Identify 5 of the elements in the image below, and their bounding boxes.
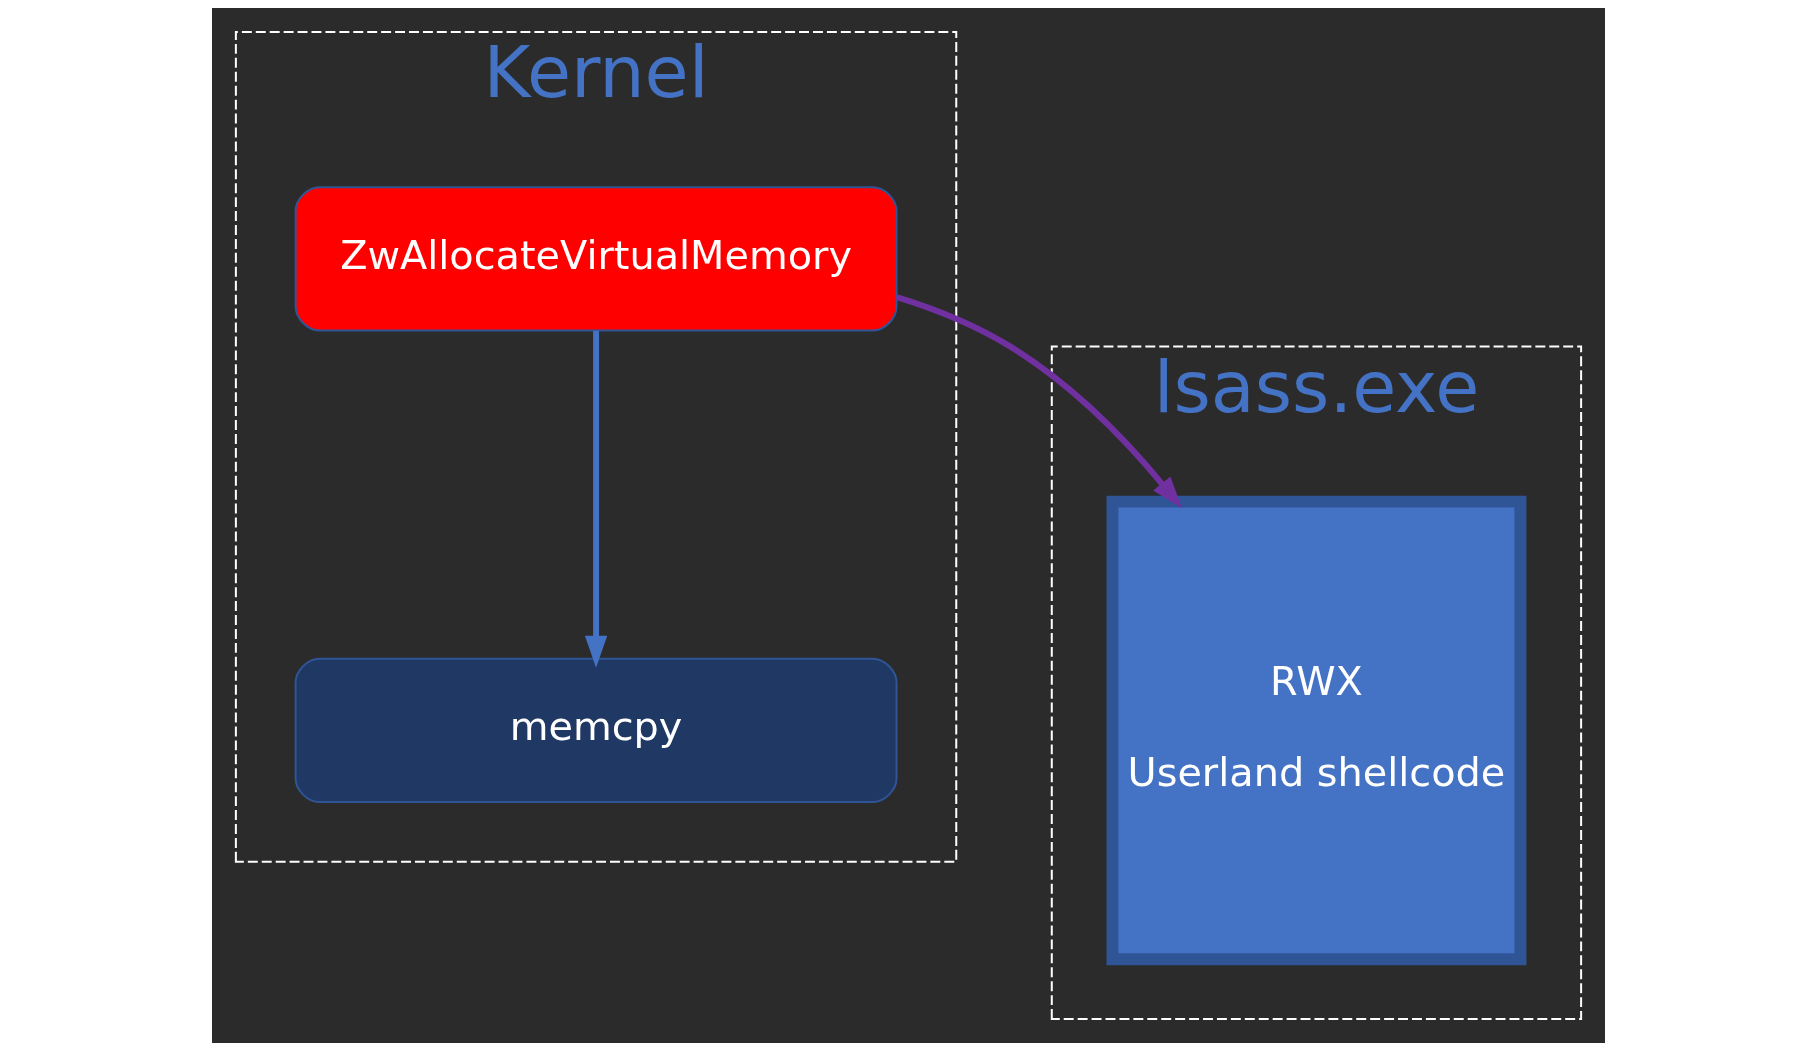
node-box: ZwAllocateVirtualMemory	[294, 186, 898, 332]
node-box: memcpy	[294, 657, 898, 804]
node-box: RWX Userland shellcode	[1106, 495, 1526, 966]
arrow	[895, 294, 1182, 509]
arrow	[584, 330, 607, 668]
